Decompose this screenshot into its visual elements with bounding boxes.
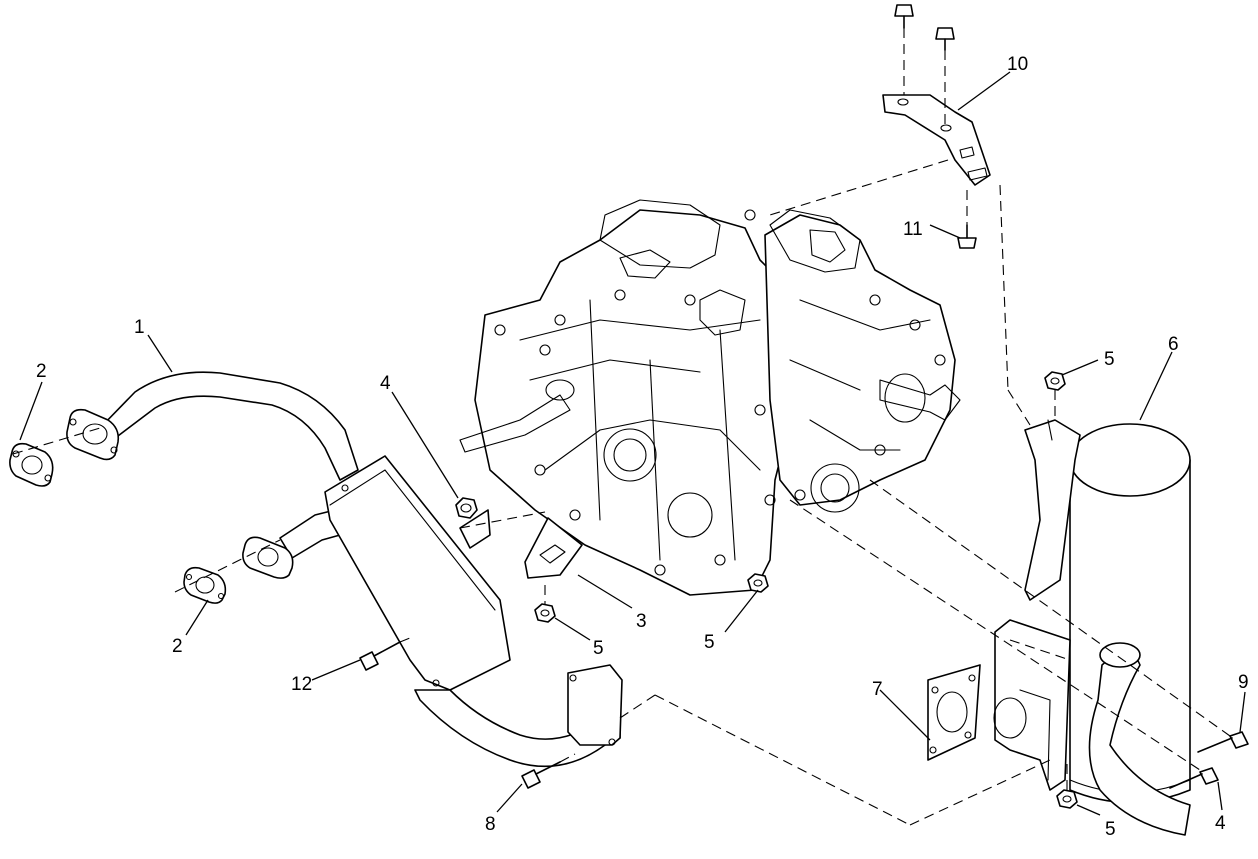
- callout-labels: 1 2 2 3 4 4 5 5 5 5 6 7 8 9 10 11 12: [36, 54, 1249, 840]
- exhaust-pipe-upper: [66, 371, 359, 481]
- callout-9: 9: [1238, 672, 1249, 693]
- gasket-7: [927, 664, 981, 761]
- callout-8: 8: [485, 814, 496, 835]
- top-bracket: [882, 94, 991, 186]
- callout-4-right: 4: [1215, 813, 1226, 834]
- bracket: [459, 509, 583, 579]
- exhaust-pipe-lower: [242, 509, 341, 579]
- bolt-8: [521, 761, 561, 789]
- engine-assembly: [459, 199, 961, 596]
- callout-1: 1: [134, 317, 145, 338]
- nut-5-upper-right: [1044, 371, 1066, 391]
- callout-10: 10: [1007, 54, 1028, 75]
- callout-5-upper-right: 5: [1104, 349, 1115, 370]
- muffler-flange-bracket: [993, 619, 1071, 791]
- callout-12: 12: [291, 674, 312, 695]
- callout-5-left: 5: [593, 638, 604, 659]
- nut-5-left: [534, 603, 556, 623]
- callout-3: 3: [636, 611, 647, 632]
- callout-4-left: 4: [380, 373, 391, 394]
- bolt-11: [957, 224, 977, 249]
- nut-4-left: [455, 497, 478, 519]
- gasket-upper: [9, 442, 54, 487]
- callout-2-lower: 2: [172, 636, 183, 657]
- callout-7: 7: [872, 679, 883, 700]
- muffler: [1069, 423, 1191, 804]
- bolt-9: [1197, 731, 1249, 753]
- muffler-bracket: [1024, 419, 1081, 601]
- heat-shield: [324, 455, 511, 691]
- bolt-12: [359, 641, 401, 671]
- assembly-lines: [12, 28, 1231, 826]
- gasket-lower: [183, 566, 227, 604]
- nut-5-center: [747, 573, 769, 593]
- nut-5-lower-right: [1056, 789, 1078, 809]
- callout-5-center: 5: [704, 632, 715, 653]
- leader-lines: [19, 71, 1246, 816]
- top-bolt-right: [935, 27, 955, 51]
- callout-11: 11: [903, 219, 923, 240]
- bolt-4-right: [1169, 767, 1219, 789]
- top-bolt-left: [894, 4, 914, 29]
- callout-5-lower-right: 5: [1105, 819, 1116, 840]
- callout-6: 6: [1168, 334, 1179, 355]
- exhaust-outlet-pipe: [414, 664, 623, 768]
- callout-2-upper: 2: [36, 361, 47, 382]
- tailpipe: [1088, 642, 1191, 836]
